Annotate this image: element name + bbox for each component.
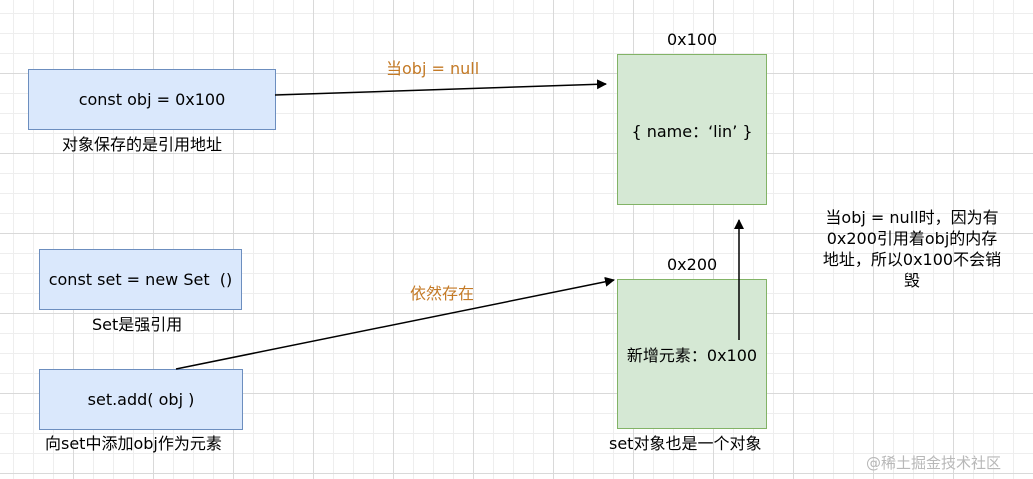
const-set-box: const set = new Set () <box>39 249 242 310</box>
set-add-text: set.add( obj ) <box>87 390 195 409</box>
setobj-caption: set对象也是一个对象 <box>609 434 762 453</box>
obj-caption: 对象保存的是引用地址 <box>62 135 223 154</box>
addr-top-label: 0x100 <box>667 30 718 49</box>
gc-note: 当obj = null时，因为有 0x200引用着obj的内存 地址，所以0x1… <box>800 207 1024 291</box>
obj-memory-box: { name：‘lin’ } <box>617 54 767 205</box>
arrow-exist-label: 依然存在 <box>410 284 475 303</box>
const-obj-box: const obj = 0x100 <box>28 69 276 130</box>
watermark: @稀土掘金技术社区 <box>866 454 1002 472</box>
arrow-null-label: 当obj = null <box>386 59 480 78</box>
gc-note-line1: 当obj = null时，因为有 <box>825 208 999 227</box>
arrow-add-to-set <box>175 276 615 370</box>
set-add-box: set.add( obj ) <box>39 369 243 430</box>
gc-note-line2: 0x200引用着obj的内存 <box>826 229 998 248</box>
set-memory-box: 新增元素：0x100 <box>617 279 767 429</box>
const-obj-text: const obj = 0x100 <box>78 90 226 109</box>
addr-bottom-label: 0x200 <box>667 255 718 274</box>
const-set-text: const set = new Set () <box>48 270 233 289</box>
gc-note-line3: 地址，所以0x100不会销 <box>822 250 1002 269</box>
add-caption: 向set中添加obj作为元素 <box>45 434 222 453</box>
obj-content-text: { name：‘lin’ } <box>631 121 753 141</box>
gc-note-line4: 毁 <box>903 271 920 290</box>
set-content-text: 新增元素：0x100 <box>626 346 758 365</box>
arrow-obj-to-memory <box>274 79 607 96</box>
set-caption: Set是强引用 <box>92 315 183 334</box>
